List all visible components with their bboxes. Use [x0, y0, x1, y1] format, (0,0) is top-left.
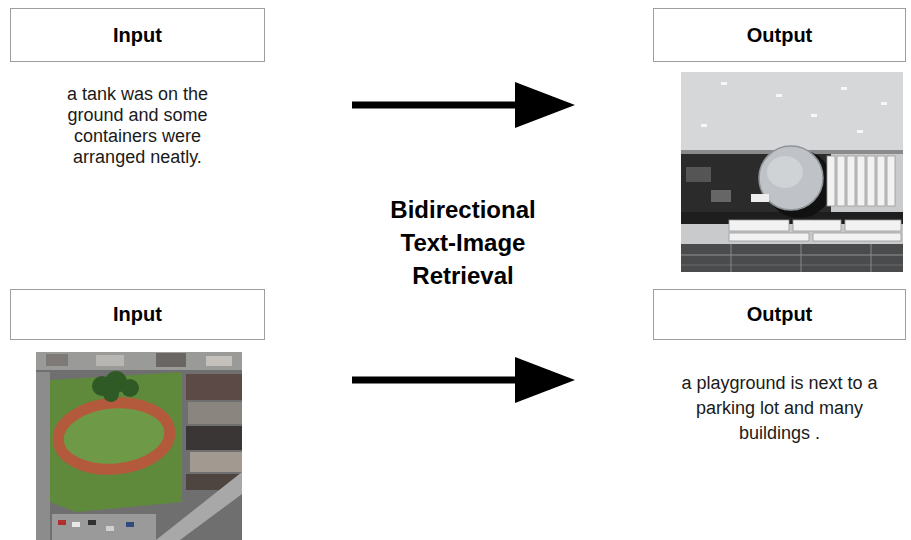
- trees: [92, 371, 139, 402]
- rooftops: [46, 353, 232, 367]
- rooftops: [36, 352, 242, 370]
- buildings: [186, 374, 242, 490]
- aerial-image-playground: [36, 352, 242, 540]
- road-line: [681, 254, 903, 256]
- panel-header: Input: [10, 289, 265, 340]
- road: [681, 244, 903, 272]
- description-text: a playground is next to a parking lot an…: [665, 371, 895, 446]
- center-label: Bidirectional Text-Image Retrieval: [363, 193, 563, 292]
- sidewalk: [36, 372, 50, 540]
- road-line: [681, 265, 903, 266]
- posts: [731, 244, 871, 272]
- panel-header: Output: [653, 289, 906, 340]
- panel: Output a playground is next to a parking …: [653, 289, 906, 459]
- parking-lot: [52, 514, 156, 540]
- flow-arrow: [352, 102, 525, 109]
- panel-header: Input: [10, 8, 265, 62]
- image-ground: [681, 72, 903, 272]
- panel: Input a tank was on the ground and some c…: [10, 8, 265, 188]
- running-track: [55, 398, 172, 474]
- field: [50, 372, 182, 512]
- tank-highlight: [767, 156, 803, 188]
- image-ground: [36, 352, 242, 540]
- roof: [681, 72, 903, 152]
- road: [156, 472, 242, 540]
- panel-header: Output: [653, 8, 906, 62]
- flow-arrow: [352, 377, 525, 384]
- panel: Input: [10, 289, 265, 540]
- panel: Output: [653, 8, 906, 273]
- small-structure: [686, 167, 711, 182]
- roof-vents: [701, 82, 887, 133]
- description-text: a tank was on the ground and some contai…: [50, 84, 225, 168]
- aerial-image-tank: [681, 72, 903, 272]
- containers: [729, 156, 901, 241]
- cars: [58, 520, 134, 531]
- truck: [751, 194, 769, 202]
- small-structure: [711, 190, 731, 202]
